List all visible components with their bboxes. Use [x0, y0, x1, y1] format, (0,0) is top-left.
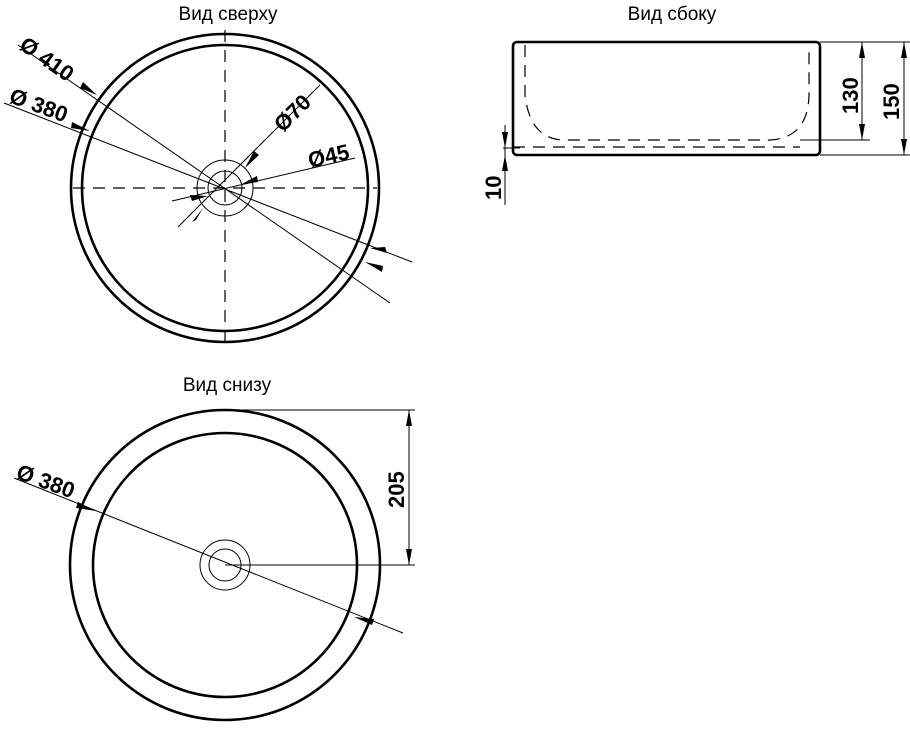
arrow [370, 247, 387, 253]
dimension-arrow [901, 42, 907, 58]
arrow [365, 262, 383, 272]
basin-inner-hidden [524, 45, 810, 141]
arrow [71, 122, 90, 131]
arrow [192, 208, 203, 222]
dimension-arrow [502, 132, 508, 148]
dim-line-380 [3, 102, 413, 263]
bottom-view-title: Вид снизу [183, 375, 272, 396]
dimension-arrow [502, 155, 508, 171]
arrow [190, 195, 208, 201]
bottom-view: Вид снизу Ø 380 205 [13, 375, 415, 722]
top-view: Вид сверху Ø 410 Ø 380 Ø70 Ø45 [3, 4, 413, 345]
dim-205-label: 205 [384, 471, 409, 508]
dim-150-label: 150 [879, 83, 904, 120]
dim-410-label: Ø 410 [15, 32, 78, 87]
dim-45-label: Ø45 [306, 139, 352, 173]
dim-line-45 [171, 157, 356, 202]
drawing-line [13, 477, 404, 634]
basin-side-outline [511, 40, 822, 157]
dimension-arrow [406, 549, 412, 565]
dim-380-label: Ø 380 [6, 83, 71, 127]
side-view-title: Вид сбоку [628, 4, 717, 25]
arrow [245, 151, 259, 168]
arrow [80, 82, 97, 95]
dimension-arrow [76, 502, 96, 511]
dimension-arrow [354, 617, 374, 625]
dimension-arrow [406, 410, 412, 426]
dim-130-label: 130 [838, 77, 863, 114]
dim-10-label: 10 [481, 176, 506, 200]
dim-line-410 [17, 44, 391, 304]
dimension-arrow [901, 139, 907, 155]
dim-line-70 [177, 84, 321, 228]
arrow [240, 176, 258, 185]
dimension-arrow [859, 42, 865, 58]
dimension-arrow [859, 124, 865, 140]
top-view-title: Вид сверху [179, 4, 278, 25]
dim-380-label: Ø 380 [13, 459, 78, 503]
side-view: Вид сбоку 130 150 10 [481, 4, 910, 205]
